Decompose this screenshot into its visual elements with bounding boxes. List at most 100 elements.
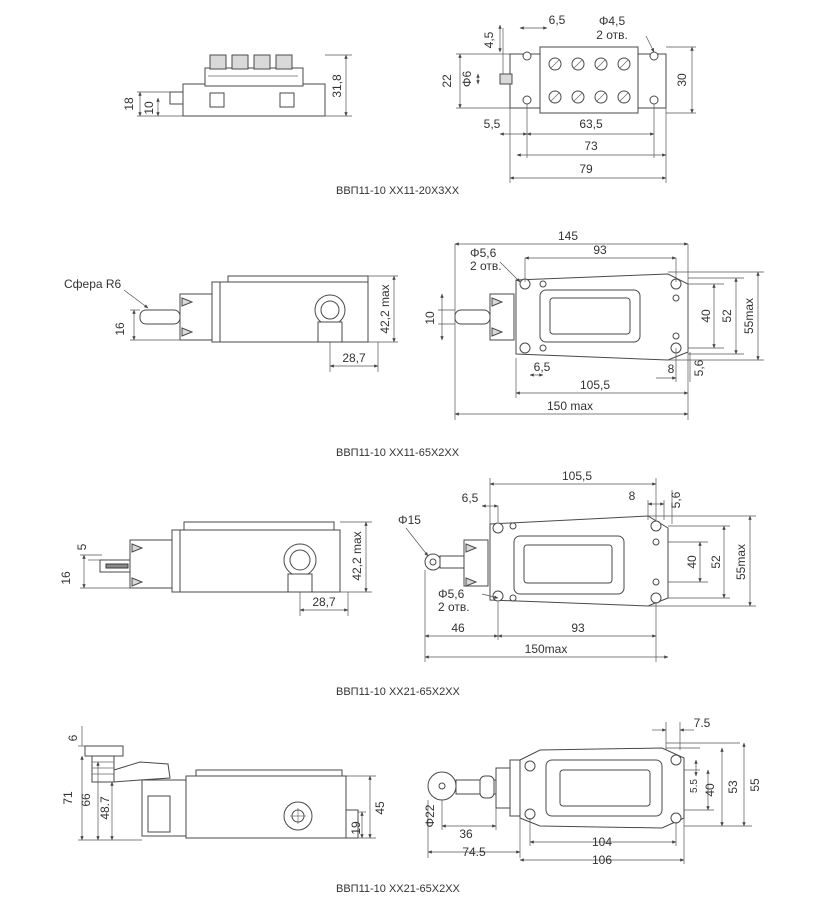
terminal — [209, 54, 227, 70]
dim-145: 145 — [558, 229, 578, 243]
dim-150max: 150max — [525, 642, 568, 656]
dim-5-5: 5.5 — [689, 779, 700, 793]
terminal-block — [204, 67, 304, 87]
dim-79: 79 — [579, 162, 593, 176]
mount-hole — [492, 590, 504, 602]
dim-10: 10 — [423, 311, 437, 325]
caption-4: ВВП11-10 ХХ21-65Х2ХХ — [336, 883, 461, 895]
lever-body — [91, 755, 115, 783]
dim-6-5: 6,5 — [462, 491, 479, 505]
dim-28-7: 28,7 — [342, 351, 366, 365]
dim-93: 93 — [571, 621, 585, 635]
hole-count: 2 отв. — [438, 600, 470, 614]
section-3: 5 16 42,2 max 28,7 — [59, 469, 756, 698]
dim-93: 93 — [593, 243, 607, 257]
hole-count: 2 отв. — [470, 259, 502, 273]
label-window — [559, 769, 651, 807]
terminal — [253, 54, 271, 70]
mount-hole — [492, 522, 504, 534]
dim-18: 18 — [122, 97, 136, 111]
terminal — [275, 54, 293, 70]
mount-hole — [524, 760, 536, 772]
mount-hole — [522, 95, 532, 105]
mount-hole — [650, 520, 662, 532]
caption-1: ВВП11-10 ХХ11-20Х3ХХ — [336, 185, 460, 197]
dim-48-7: 48.7 — [98, 796, 112, 820]
top-view-3: 105,5 6,5 8 5,6 Φ15 40 52 55max Φ5,6 2 о… — [398, 469, 756, 662]
dim-10: 10 — [142, 101, 156, 115]
dim-106: 106 — [592, 853, 612, 867]
dim-55max: 55max — [734, 544, 748, 580]
side-view-2: Сфера R6 16 42,2 max 28,7 — [64, 275, 398, 372]
dim-45: 45 — [373, 801, 387, 815]
mount-hole — [649, 51, 659, 61]
base-body — [182, 83, 326, 117]
dim-28-7: 28,7 — [312, 595, 336, 609]
dim-73: 73 — [584, 139, 598, 153]
mount-foot — [279, 92, 295, 108]
body — [185, 775, 347, 839]
sphere-label: Сфера R6 — [64, 277, 122, 291]
caption-3: ВВП11-10 ХХ21-65Х2ХХ — [336, 686, 461, 698]
dim-104: 104 — [592, 835, 612, 849]
dim-71: 71 — [61, 791, 75, 805]
lever-arm — [439, 555, 465, 569]
dim-40: 40 — [685, 555, 699, 569]
dim-36: 36 — [459, 827, 473, 841]
dim-6-5: 6,5 — [549, 13, 566, 27]
dim-52: 52 — [720, 309, 734, 323]
dim-105-5: 105,5 — [562, 469, 592, 483]
section-1: 18 10 31,8 — [122, 13, 696, 197]
dim-30: 30 — [675, 73, 689, 87]
dim-31-8: 31,8 — [330, 74, 344, 98]
hole-dia: Φ5,6 — [438, 587, 465, 601]
dim-5: 5 — [75, 543, 89, 550]
plunger-sphere — [139, 309, 181, 325]
dim-5-6: 5,6 — [669, 491, 683, 508]
plunger — [454, 309, 491, 325]
dim-8: 8 — [668, 362, 675, 376]
dim-5-5: 5,5 — [484, 117, 501, 131]
plunger — [169, 91, 185, 105]
dim-40: 40 — [703, 783, 717, 797]
plunger — [499, 73, 513, 85]
cover — [183, 521, 335, 531]
label-window — [549, 297, 631, 335]
hole-count: 2 отв. — [596, 28, 628, 42]
top-view-2: 145 93 Φ5,6 2 отв. 10 40 52 55max 6,5 8 … — [423, 229, 764, 420]
lever-arm — [113, 761, 171, 783]
dim-42-2: 42,2 max — [350, 531, 364, 580]
dim-105-5: 105,5 — [580, 378, 610, 392]
dim-55: 55 — [748, 778, 762, 792]
side-view-1: 18 10 31,8 — [122, 54, 352, 117]
dim-150max: 150 max — [547, 399, 593, 413]
dim-46: 46 — [451, 621, 465, 635]
dim-66: 66 — [79, 793, 93, 807]
body — [219, 281, 369, 343]
mount-hole — [650, 592, 662, 604]
dim-6: 6 — [66, 734, 80, 741]
section-4: 6 71 66 48.7 45 19 — [61, 716, 762, 895]
mount-foot — [209, 92, 225, 108]
side-view-4: 6 71 66 48.7 45 19 — [61, 726, 387, 841]
dim-40: 40 — [699, 309, 713, 323]
dim-phi6: Φ6 — [460, 71, 474, 88]
dim-22: 22 — [440, 74, 454, 88]
dim-74-5: 74.5 — [462, 845, 486, 859]
hole-dia: Φ5,6 — [470, 246, 497, 260]
dim-55max: 55max — [742, 298, 756, 334]
dim-4-5: 4,5 — [482, 31, 496, 48]
dim-42-2: 42,2 max — [378, 284, 392, 333]
section-2: Сфера R6 16 42,2 max 28,7 — [64, 229, 764, 459]
roller-dia: Φ22 — [423, 804, 437, 827]
terminal-screws — [548, 57, 631, 104]
dim-8: 8 — [629, 489, 636, 503]
mount-hole — [649, 95, 659, 105]
label-window — [523, 544, 613, 584]
caption-2: ВВП11-10 ХХ11-65Х2ХХ — [336, 447, 460, 459]
mount-hole — [519, 342, 531, 354]
dim-5-6: 5,6 — [692, 359, 706, 376]
dim-6-5: 6,5 — [534, 360, 551, 374]
roller-dia: Φ15 — [398, 513, 421, 527]
